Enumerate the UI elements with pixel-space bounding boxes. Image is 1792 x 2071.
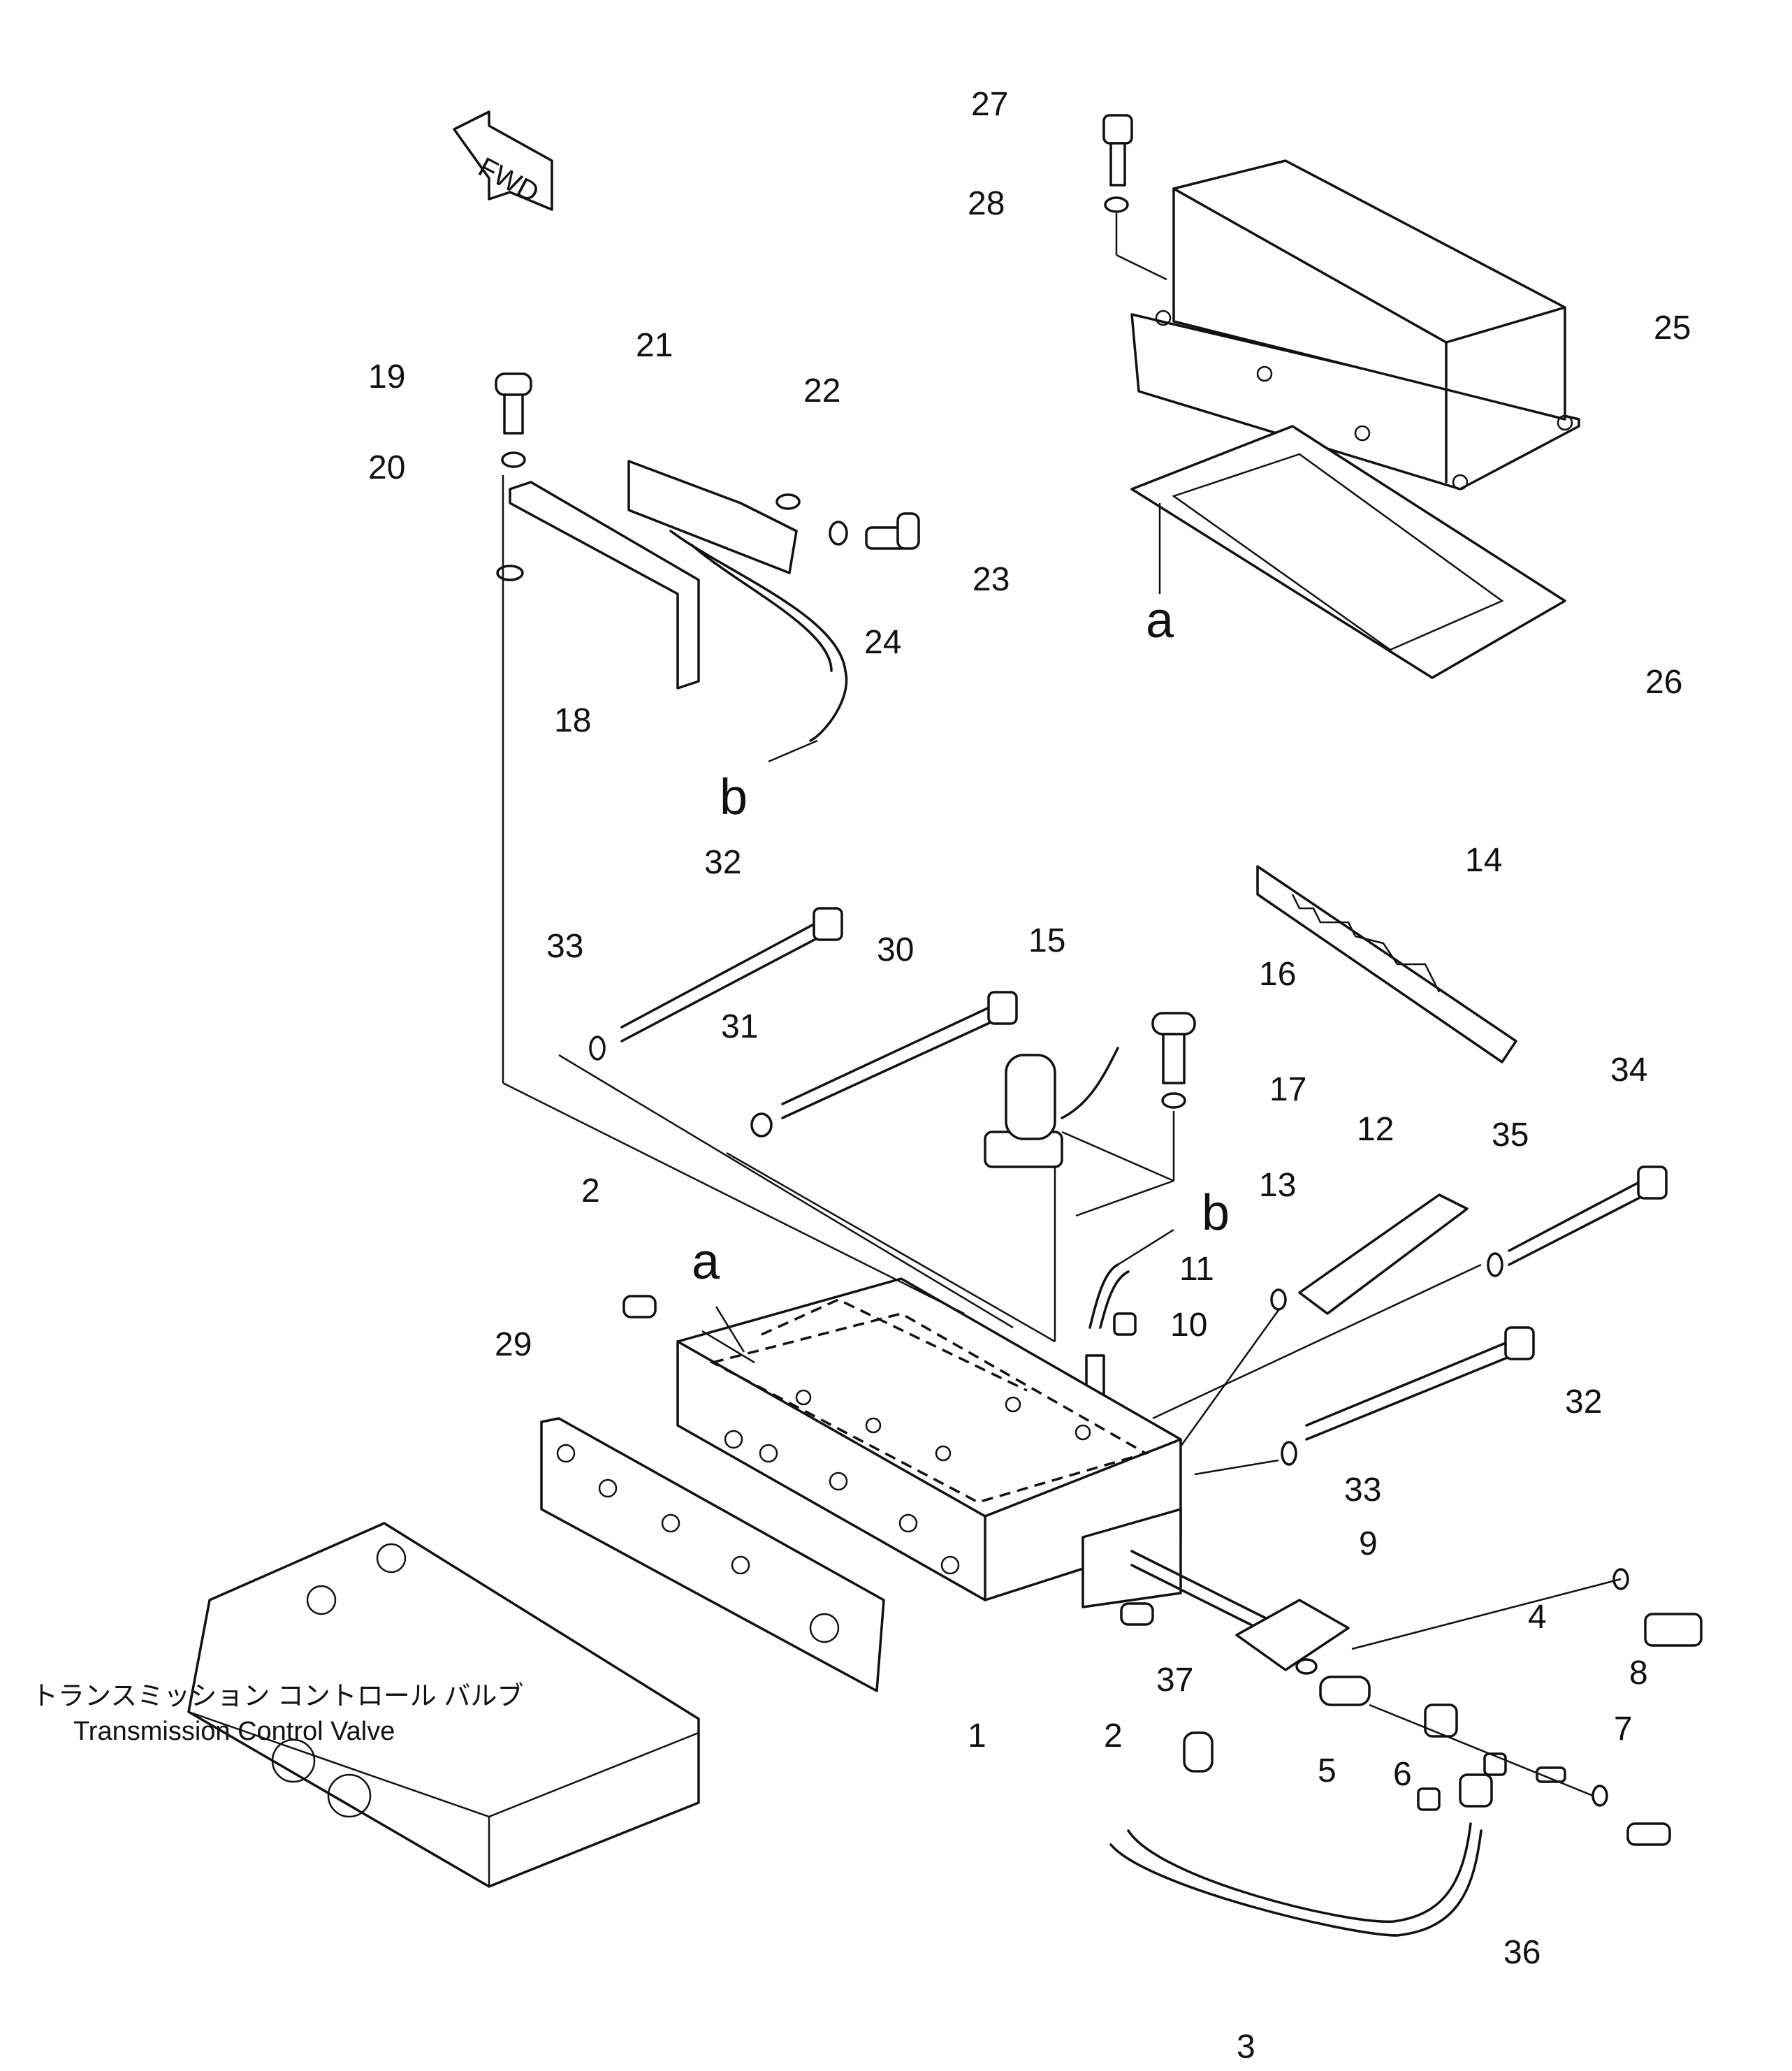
callout-24: 24 [864,624,901,661]
callout-32-upper: 32 [704,844,741,881]
ref-label-a-top: a [1146,593,1174,648]
callout-28: 28 [968,185,1005,222]
callout-18: 18 [554,702,591,739]
callout-13: 13 [1259,1167,1296,1204]
part-cover-bolt [1102,114,1167,281]
callout-35: 35 [1492,1117,1529,1154]
part-solenoid [984,1012,1196,1342]
ref-label-a-bottom: a [692,1234,720,1290]
part-valve-body [676,1277,1182,1608]
callout-9: 9 [1359,1525,1378,1562]
part-transmission-housing [187,1522,700,1888]
part-gasket [1130,425,1566,679]
part-plug [622,1295,1154,1626]
callout-29: 29 [495,1326,532,1363]
callout-3: 3 [1237,2028,1255,2065]
callout-15: 15 [1028,922,1065,959]
caption-english: Transmission Control Valve [73,1717,395,1746]
callout-25: 25 [1654,310,1691,347]
callout-37: 37 [1156,1662,1193,1699]
callout-14: 14 [1465,842,1502,879]
callout-21: 21 [636,327,673,364]
callout-26: 26 [1645,664,1682,701]
callout-33-upper: 33 [546,928,583,965]
callout-17: 17 [1269,1071,1306,1108]
callout-12: 12 [1357,1111,1394,1148]
part-bracket [495,372,700,1083]
part-connector-block [627,460,920,742]
callout-8: 8 [1629,1655,1648,1692]
part-long-bolts [589,907,1668,1466]
callout-31: 31 [721,1008,758,1045]
part-lower-harness [1109,1550,1703,1937]
callout-23: 23 [973,561,1010,598]
callout-30: 30 [877,931,914,968]
callout-22: 22 [803,372,840,409]
callout-32-lower: 32 [1565,1383,1602,1420]
callouts: 1 2 2 3 4 5 6 7 8 9 10 11 12 13 14 15 16… [368,86,1691,2065]
callout-11: 11 [1179,1251,1214,1288]
ref-label-b-bottom: b [1202,1185,1230,1241]
leader-lines [502,503,1622,1797]
callout-36: 36 [1503,1934,1540,1971]
part-plate [1256,865,1517,1063]
callout-7: 7 [1614,1710,1633,1747]
part-separator-plate [540,1417,885,1692]
callout-2-lower: 2 [1104,1717,1123,1754]
callout-34: 34 [1610,1052,1647,1089]
callout-16: 16 [1259,956,1296,993]
callout-1: 1 [968,1717,986,1754]
callout-6: 6 [1393,1756,1412,1793]
callout-2-upper: 2 [581,1172,600,1209]
callout-33-lower: 33 [1344,1472,1381,1509]
fwd-arrow-icon: FWD [453,110,553,211]
part-spool [1270,1193,1469,1315]
callout-5: 5 [1318,1752,1336,1789]
callout-27: 27 [971,86,1008,123]
callout-4: 4 [1528,1599,1547,1636]
callout-19: 19 [368,358,405,395]
ref-label-b-top: b [720,769,748,825]
caption-japanese: トランスミッション コントロール バルブ [31,1682,523,1711]
callout-20: 20 [368,449,405,486]
callout-10: 10 [1170,1307,1207,1344]
part-cover [1130,159,1580,490]
